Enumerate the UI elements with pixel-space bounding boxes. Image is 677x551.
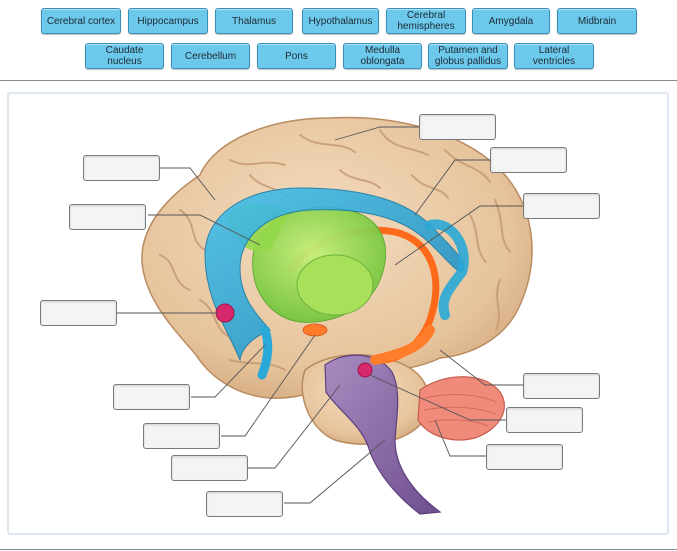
- drop-target-1[interactable]: [419, 114, 496, 140]
- chip-pons[interactable]: Pons: [257, 43, 336, 69]
- drop-target-10[interactable]: [113, 384, 190, 410]
- drop-target-9[interactable]: [486, 444, 563, 470]
- drop-target-8[interactable]: [506, 407, 583, 433]
- lateral-ventricle-shape: [204, 187, 465, 362]
- drop-target-2[interactable]: [490, 147, 567, 173]
- chip-thalamus[interactable]: Thalamus: [215, 8, 293, 34]
- amygdala-shape-2: [357, 362, 373, 378]
- top-divider: [0, 80, 677, 81]
- chip-putamen-globus-pallidus[interactable]: Putamen and globus pallidus: [428, 43, 508, 69]
- chip-hypothalamus[interactable]: Hypothalamus: [302, 8, 379, 34]
- drop-target-5[interactable]: [69, 204, 146, 230]
- chip-midbrain[interactable]: Midbrain: [557, 8, 637, 34]
- chip-hippocampus[interactable]: Hippocampus: [128, 8, 208, 34]
- thalamus-shape: [296, 254, 374, 316]
- chip-lateral-ventricles[interactable]: Lateral ventricles: [514, 43, 594, 69]
- drop-target-12[interactable]: [171, 455, 248, 481]
- word-bank: Cerebral cortex Hippocampus Thalamus Hyp…: [0, 0, 677, 80]
- chip-amygdala[interactable]: Amygdala: [472, 8, 550, 34]
- chip-caudate-nucleus[interactable]: Caudate nucleus: [85, 43, 164, 69]
- drop-target-7[interactable]: [523, 373, 600, 399]
- drop-target-4[interactable]: [83, 155, 160, 181]
- drop-target-13[interactable]: [206, 491, 283, 517]
- chip-cerebral-hemispheres[interactable]: Cerebral hemispheres: [386, 8, 466, 34]
- bottom-divider: [0, 549, 677, 550]
- chip-cerebellum[interactable]: Cerebellum: [171, 43, 250, 69]
- amygdala-shape: [215, 303, 235, 323]
- drop-target-3[interactable]: [523, 193, 600, 219]
- chip-cerebral-cortex[interactable]: Cerebral cortex: [41, 8, 121, 34]
- chip-medulla-oblongata[interactable]: Medulla oblongata: [343, 43, 422, 69]
- brainstem-shape: [324, 354, 442, 515]
- hypothalamus-shape: [302, 323, 328, 337]
- drop-target-11[interactable]: [143, 423, 220, 449]
- drop-target-6[interactable]: [40, 300, 117, 326]
